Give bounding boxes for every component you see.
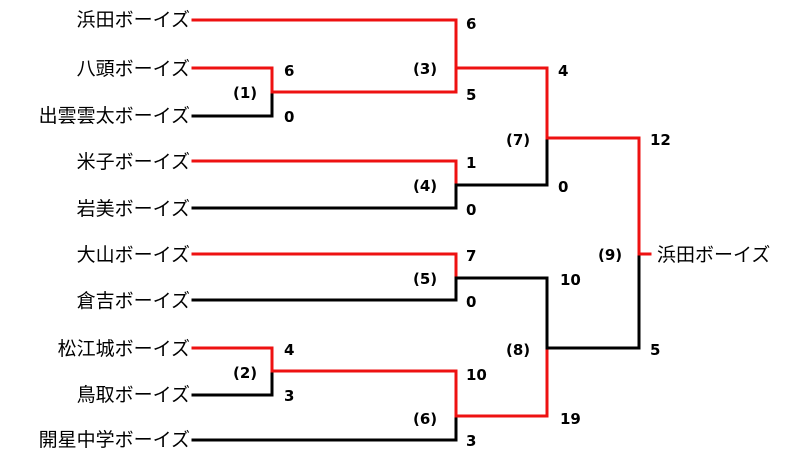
team-name: 米子ボーイズ xyxy=(77,151,190,173)
team-name: 浜田ボーイズ xyxy=(77,9,190,31)
team-name: 大山ボーイズ xyxy=(77,244,190,266)
match-label: (2) xyxy=(233,364,257,382)
match-score: 4 xyxy=(284,341,294,359)
match-score: 0 xyxy=(558,178,568,196)
bracket-line-winner xyxy=(191,252,458,280)
bracket-line-winner xyxy=(191,18,458,70)
match-score: 19 xyxy=(560,410,581,428)
match-score: 0 xyxy=(466,201,476,219)
match-score: 10 xyxy=(560,271,581,289)
bracket-line-winner xyxy=(454,346,549,418)
champion-name: 浜田ボーイズ xyxy=(657,244,770,266)
bracket-line-winner xyxy=(191,346,274,373)
match-label: (9) xyxy=(598,246,622,264)
bracket-line-winner xyxy=(270,369,458,418)
match-score: 10 xyxy=(466,366,487,384)
match-label: (1) xyxy=(233,84,257,102)
match-label: (8) xyxy=(506,341,530,359)
bracket-line-loser xyxy=(545,252,641,350)
match-score: 6 xyxy=(284,62,294,80)
match-label: (7) xyxy=(506,131,530,149)
match-label: (3) xyxy=(413,60,437,78)
bracket-line-loser xyxy=(191,90,274,118)
match-score: 12 xyxy=(650,131,671,149)
match-score: 7 xyxy=(466,247,476,265)
team-name: 鳥取ボーイズ xyxy=(77,384,190,406)
bracket-line-loser xyxy=(191,183,458,210)
bracket-line-loser xyxy=(454,276,549,350)
bracket-line-winner xyxy=(270,66,458,94)
bracket-line-loser xyxy=(454,136,549,187)
match-label: (4) xyxy=(413,177,437,195)
match-score: 4 xyxy=(558,62,568,80)
team-name: 倉吉ボーイズ xyxy=(77,290,190,312)
bracket-line-loser xyxy=(191,414,458,442)
match-score: 1 xyxy=(466,154,476,172)
bracket-line-loser xyxy=(191,276,458,302)
match-score: 3 xyxy=(284,387,294,405)
team-name: 岩美ボーイズ xyxy=(77,198,190,220)
bracket-line-winner xyxy=(191,66,274,94)
team-name: 八頭ボーイズ xyxy=(77,58,190,80)
bracket-line-loser xyxy=(191,369,274,397)
team-name: 開星中学ボーイズ xyxy=(39,429,190,451)
bracket-line-winner xyxy=(545,136,641,256)
bracket-line-winner xyxy=(191,159,458,187)
match-score: 6 xyxy=(466,15,476,33)
match-score: 0 xyxy=(466,293,476,311)
match-score: 5 xyxy=(650,341,660,359)
match-score: 0 xyxy=(284,108,294,126)
bracket-line-winner xyxy=(454,66,549,140)
match-label: (6) xyxy=(413,410,437,428)
match-score: 3 xyxy=(466,432,476,450)
team-name: 出雲雲太ボーイズ xyxy=(39,105,190,127)
match-score: 5 xyxy=(466,86,476,104)
match-label: (5) xyxy=(413,270,437,288)
team-name: 松江城ボーイズ xyxy=(58,338,190,360)
